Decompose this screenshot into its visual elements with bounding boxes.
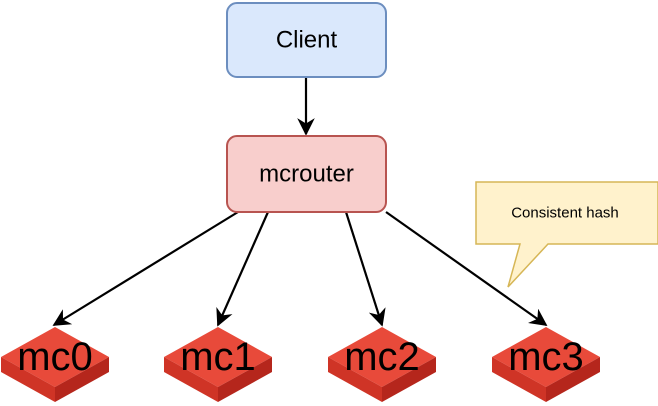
mcrouter-label: mcrouter <box>259 161 354 188</box>
callout-label: Consistent hash <box>511 205 619 222</box>
server-label: mc0 <box>17 335 93 379</box>
server-label: mc3 <box>508 335 584 379</box>
server-label: mc1 <box>180 335 256 379</box>
edge-mcrouter-to-mc3 <box>385 211 548 327</box>
server-mc3: mc3 <box>492 327 600 402</box>
edge-mcrouter-to-mc0 <box>52 211 239 326</box>
client-node: Client <box>226 2 387 78</box>
edge-mcrouter-to-mc2 <box>344 211 386 327</box>
consistent-hash-callout: Consistent hash <box>475 181 658 288</box>
client-label: Client <box>276 27 338 54</box>
server-mc2: mc2 <box>328 327 436 402</box>
server-label: mc2 <box>344 335 420 379</box>
server-mc1: mc1 <box>164 327 272 402</box>
edge-mcrouter-to-mc1 <box>216 211 270 327</box>
mcrouter-node: mcrouter <box>226 135 387 213</box>
server-mc0: mc0 <box>1 327 109 402</box>
